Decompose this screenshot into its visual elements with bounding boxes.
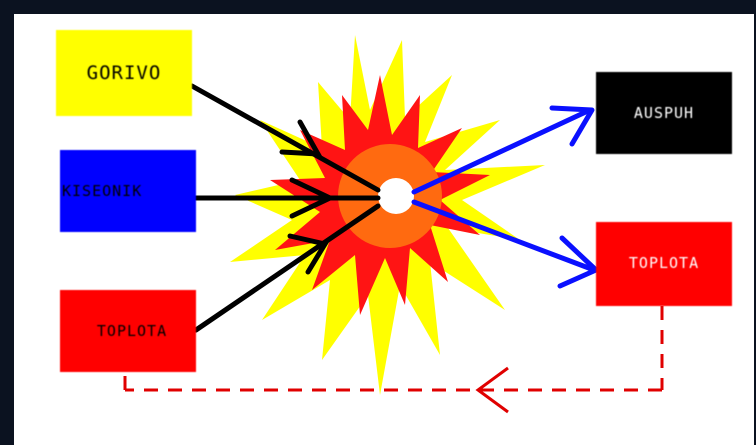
heat-input-label: TOPLOTA [97,322,167,340]
oxygen-label: KISEONIK [62,182,142,200]
fuel-box: GORIVO [56,30,192,116]
heat-output-label: TOPLOTA [629,254,699,272]
heat-input-box: TOPLOTA [60,290,196,372]
explosion-center [378,178,414,214]
fuel-label: GORIVO [87,62,162,84]
oxygen-box: KISEONIK [60,150,196,232]
heat-output-box: TOPLOTA [596,222,732,306]
exhaust-label: AUSPUH [634,104,694,122]
exhaust-box: AUSPUH [596,72,732,154]
